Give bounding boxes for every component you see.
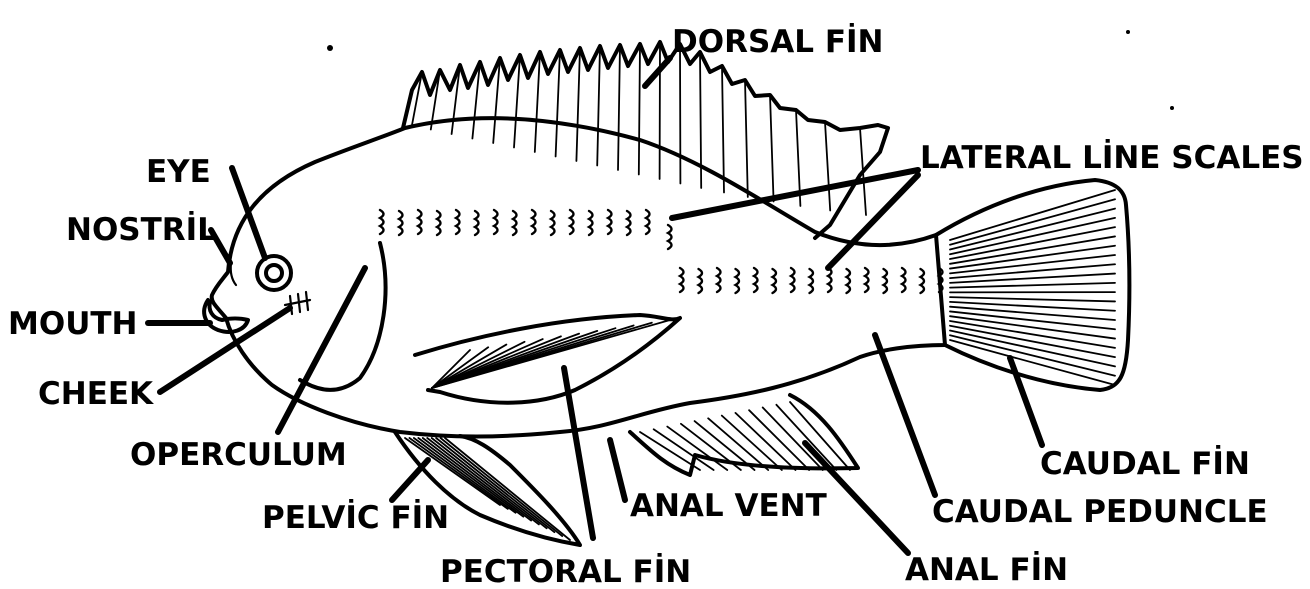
scale-mark: [570, 210, 574, 234]
caudal-fin-ray: [950, 274, 1115, 283]
scale-mark: [456, 210, 460, 234]
leader-anal-vent: [610, 440, 625, 500]
scale-mark: [773, 269, 777, 293]
scale-mark: [865, 268, 869, 292]
scale-mark: [513, 211, 517, 235]
scale-mark: [668, 225, 672, 249]
dorsal-fin-ray: [825, 122, 830, 211]
scale-mark: [646, 210, 650, 234]
label-anal-fin: ANAL FİN: [905, 552, 1068, 588]
dorsal-fin-ray: [745, 80, 748, 197]
labels: DORSAL FİN EYE LATERAL LİNE SCALES NOSTR…: [8, 24, 1304, 589]
pelvic-fin-ray: [441, 438, 563, 536]
scale-mark: [532, 210, 536, 234]
label-caudal-peduncle: CAUDAL PEDUNCLE: [932, 494, 1268, 530]
scale-mark: [884, 269, 888, 293]
dorsal-fin-ray: [576, 48, 580, 161]
caudal-fin: [936, 180, 1129, 390]
label-cheek: CHEEK: [38, 376, 154, 412]
scale-mark: [680, 268, 684, 292]
label-lateral-line-scales: LATERAL LİNE SCALES: [920, 140, 1304, 176]
scale-mark: [736, 269, 740, 293]
label-eye: EYE: [146, 154, 211, 190]
dorsal-fin-ray: [556, 50, 560, 157]
scale-mark: [921, 269, 925, 293]
label-anal-vent: ANAL VENT: [630, 488, 827, 524]
leader-eye: [232, 168, 265, 258]
scale-mark: [627, 211, 631, 235]
scale-mark: [494, 210, 498, 234]
caudal-fin-ray: [950, 199, 1115, 244]
scale-mark: [380, 210, 384, 234]
dorsal-fin-ray: [618, 45, 620, 170]
dorsal-fin-ray: [535, 52, 540, 152]
dorsal-fin-ray: [597, 46, 600, 166]
leader-lines: [148, 58, 1042, 553]
scale-mark: [699, 269, 703, 293]
scale-mark: [551, 211, 555, 235]
caudal-fin-ray: [950, 236, 1115, 263]
leader-lateral-line-2: [828, 175, 918, 268]
anal-fin-ray: [667, 427, 727, 470]
eye: [257, 256, 291, 290]
scale-mark: [608, 210, 612, 234]
scale-mark: [418, 210, 422, 234]
pectoral-fin: [415, 315, 680, 403]
scale-mark: [437, 211, 441, 235]
caudal-fin-ray: [950, 297, 1115, 301]
scale-mark: [902, 268, 906, 292]
scale-mark: [475, 211, 479, 235]
leader-pectoral-fin: [564, 368, 593, 538]
nostril: [231, 263, 236, 285]
label-caudal-fin: CAUDAL FİN: [1040, 446, 1250, 482]
scale-mark: [589, 211, 593, 235]
label-pelvic-fin: PELVİC FİN: [262, 500, 449, 536]
leader-caudal-fin: [1010, 358, 1042, 445]
scale-mark: [828, 268, 832, 292]
label-nostril: NOSTRİL: [66, 212, 217, 248]
scale-mark: [847, 269, 851, 293]
label-operculum: OPERCULUM: [130, 437, 347, 473]
label-pectoral-fin: PECTORAL FİN: [440, 554, 691, 589]
scale-mark: [810, 269, 814, 293]
leader-caudal-peduncle: [875, 335, 935, 495]
anal-fin-ray: [654, 429, 714, 470]
lateral-line-scale-marks: [380, 210, 943, 293]
dorsal-fin-ray: [770, 95, 774, 202]
leader-pelvic-fin: [392, 460, 428, 500]
dorsal-fin-ray: [722, 66, 724, 193]
label-dorsal-fin: DORSAL FİN: [672, 24, 883, 60]
leader-operculum: [278, 268, 365, 432]
dorsal-fin-ray: [639, 44, 640, 175]
scale-mark: [791, 268, 795, 292]
scale-mark: [717, 268, 721, 292]
scale-mark: [754, 268, 758, 292]
scale-mark: [399, 211, 403, 235]
caudal-fin-ray: [950, 283, 1115, 288]
label-mouth: MOUTH: [8, 306, 137, 342]
